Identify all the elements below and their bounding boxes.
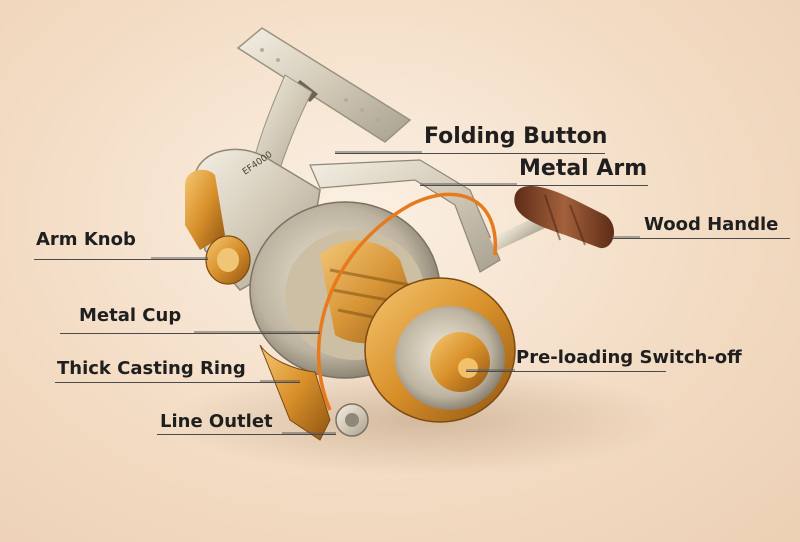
label-metal-cup: Metal Cup [79, 305, 182, 326]
casting-ring-shape [259, 344, 369, 441]
bail-wire [316, 192, 498, 411]
label-pre-loading-switch-off: Pre-loading Switch-off [516, 347, 742, 368]
arm-knob-shape [205, 235, 251, 285]
callout-leaders [151, 151, 640, 434]
label-metal-arm: Metal Arm [519, 156, 648, 181]
underline-folding-button [335, 153, 605, 154]
underline-wood-handle [612, 238, 790, 239]
underline-line-outlet [157, 434, 336, 435]
underline-arm-knob [34, 259, 208, 260]
underline-metal-cup [60, 333, 320, 334]
label-arm-knob: Arm Knob [36, 229, 136, 250]
label-thick-casting-ring: Thick Casting Ring [57, 358, 246, 379]
underline-thick-casting-ring [55, 382, 300, 383]
label-folding-button: Folding Button [424, 124, 608, 149]
label-wood-handle: Wood Handle [644, 214, 779, 235]
underline-metal-arm [420, 185, 648, 186]
metal-arm-shape [309, 159, 501, 273]
wood-handle-shape [489, 185, 615, 252]
label-line-outlet: Line Outlet [160, 411, 273, 432]
underline-pre-loading-switch-off [466, 371, 666, 372]
